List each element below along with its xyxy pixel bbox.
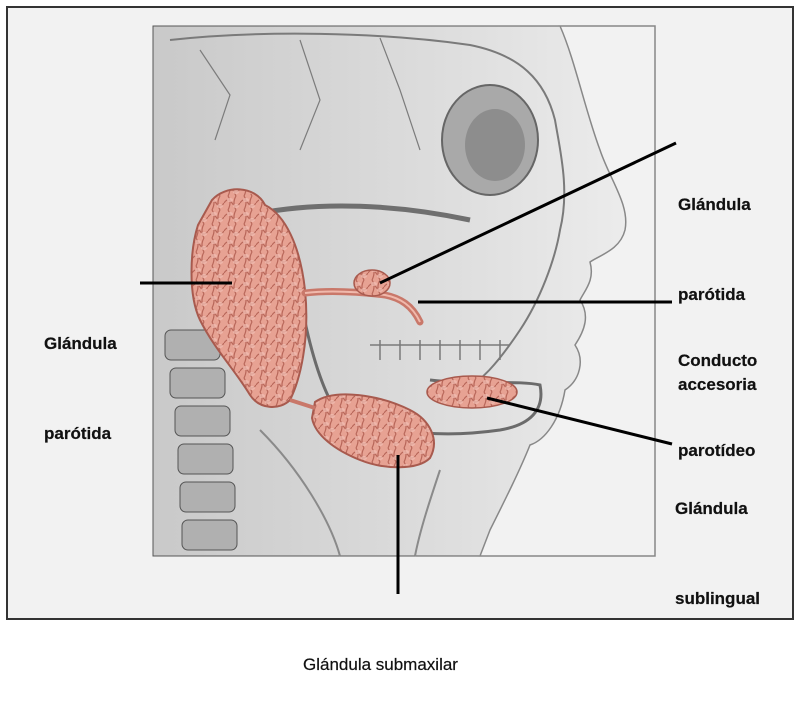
label-parotid-gland: Glándula parótida: [44, 269, 117, 479]
label-submandibular-gland: Glándula submaxilar: [303, 590, 458, 710]
accessory-parotid-gland: [354, 270, 390, 296]
label-sublingual-gland: Glándula sublingual: [675, 434, 760, 644]
